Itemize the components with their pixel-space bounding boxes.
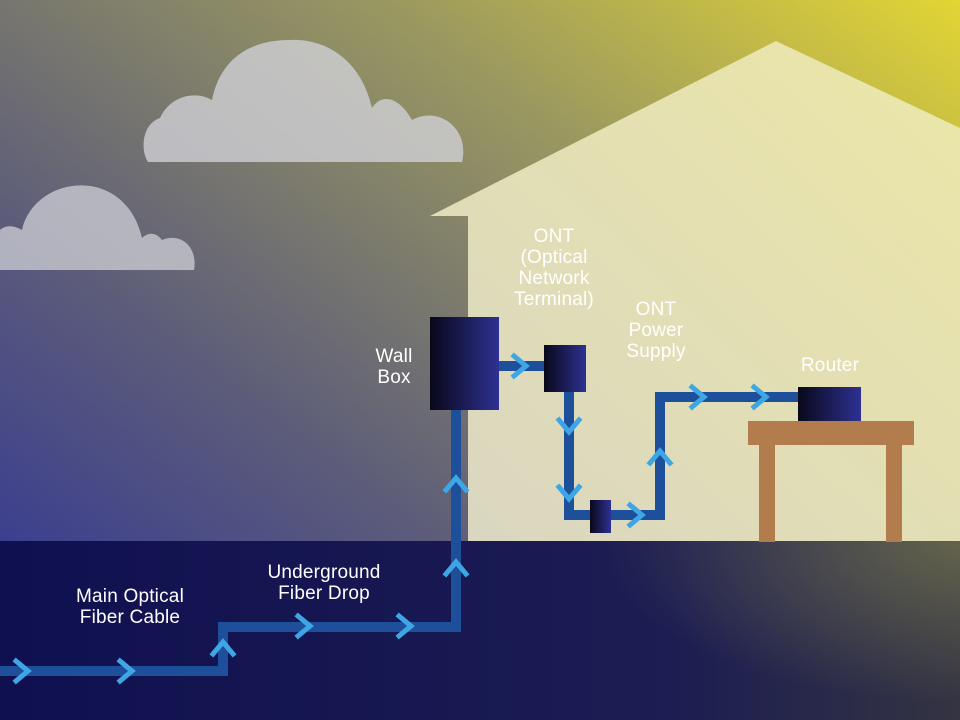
fiber-line: [0, 361, 800, 676]
ont-power-supply-label: ONT Power Supply: [626, 299, 686, 362]
underground-fiber-drop-label: Underground Fiber Drop: [267, 562, 381, 604]
ont-label: ONT (Optical Network Terminal): [514, 226, 594, 310]
main-optical-fiber-cable-label: Main Optical Fiber Cable: [76, 586, 184, 628]
wall-box-device: [430, 317, 499, 410]
wall-box-label: Wall Box: [375, 346, 413, 388]
ont-power-supply-device: [590, 500, 611, 533]
router-label: Router: [800, 355, 860, 376]
cloud-small: [0, 185, 195, 270]
table: [748, 421, 914, 542]
cloud-large: [143, 39, 464, 162]
router-device: [798, 387, 861, 421]
ont-device: [544, 345, 586, 392]
